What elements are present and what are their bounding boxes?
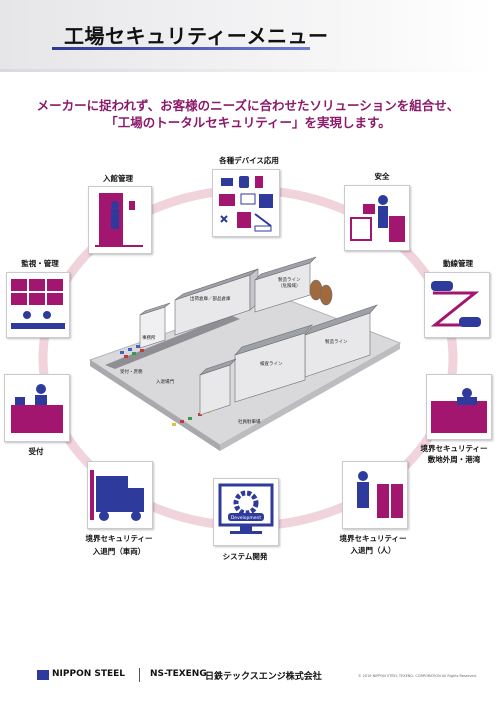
factory-map: 製造ライン （危険域） 出荷倉庫／部品倉庫 製造ライン 検査ライン 事務所 受付… (88, 256, 402, 451)
node-gate-person[interactable] (342, 461, 408, 529)
sensor-icon (363, 204, 375, 214)
sensor-icon (254, 225, 272, 232)
intruder-icon (462, 388, 472, 398)
map-label-office: 事務所 (142, 334, 156, 341)
development-badge (228, 513, 264, 521)
truck-icon (96, 476, 128, 512)
node-devices[interactable] (212, 169, 280, 237)
reader-icon (255, 176, 263, 188)
worker-icon (378, 195, 388, 205)
fence-icon (350, 217, 372, 241)
panel-icon (259, 194, 273, 208)
key-icon (220, 215, 228, 223)
title-underline (52, 47, 310, 50)
label-gate-vehicle-2: 入退門（車両） (92, 547, 146, 556)
map-label-gate: 入退場門 (156, 378, 174, 385)
map-label-danger-sub: （危険域） (278, 282, 301, 289)
turnstile-icon (377, 484, 389, 518)
header-band (0, 0, 496, 72)
camera-icon (221, 178, 233, 186)
label-perimeter-site-2: 敷地外周・港湾 (427, 455, 481, 464)
label-gate-vehicle-1: 境界セキュリティー (85, 534, 153, 543)
nippon-steel-logo-icon (37, 670, 49, 680)
map-label-line-a: 製造ライン (325, 338, 348, 345)
node-system-dev[interactable]: Development (213, 478, 279, 546)
person-icon (111, 201, 119, 209)
locker-icon (237, 212, 251, 228)
footer-copyright: © 2019 NIPPON STEEL TEXENG. CORPORATION … (358, 674, 477, 678)
route-icon (430, 291, 480, 327)
receptionist-icon (36, 384, 46, 394)
operator-icon (23, 311, 31, 319)
map-label-danger-line: 製造ライン (278, 276, 301, 283)
node-flow-mgmt[interactable] (424, 272, 490, 338)
label-perimeter-site-1: 境界セキュリティー (420, 444, 488, 453)
map-label-reception: 受付・庶務 (120, 368, 143, 375)
stairs-icon (254, 213, 272, 227)
intro-line-1: メーカーに捉われず、お客様のニーズに合わせたソリューションを組合せ、 (36, 98, 460, 113)
footer-nippon-steel: NIPPON STEEL (52, 669, 126, 679)
node-entry-mgmt[interactable] (88, 186, 152, 254)
dome-camera-icon (239, 176, 249, 188)
wall-icon (431, 401, 487, 433)
label-gate-person-1: 境界セキュリティー (339, 534, 407, 543)
page-title: 工場セキュリティーメニュー (64, 24, 329, 48)
label-system-dev: システム開発 (222, 552, 268, 561)
map-label-inspection: 検査ライン (260, 360, 283, 367)
terminal-icon (240, 193, 256, 205)
node-gate-vehicle[interactable] (87, 461, 153, 529)
node-safety[interactable] (344, 185, 410, 251)
node-monitoring[interactable] (6, 272, 70, 338)
monitor-icon (219, 194, 235, 206)
label-gate-person-2: 入退門（人） (350, 546, 396, 555)
gate-bar-icon (90, 470, 94, 520)
footer-company-jp: 日鉄テックスエンジ株式会社 (205, 672, 322, 682)
development-text: Development (231, 515, 262, 521)
footer-separator (139, 668, 140, 682)
desk-icon (11, 323, 65, 329)
node-reception[interactable] (4, 374, 70, 442)
map-label-parking: 社員駐車場 (238, 418, 261, 425)
card-reader-icon (129, 201, 135, 210)
label-entry-mgmt: 入館管理 (103, 174, 133, 183)
label-flow-mgmt: 動線管理 (443, 259, 473, 268)
counter-icon (11, 405, 63, 433)
car-icon (431, 281, 453, 291)
map-label-warehouse: 出荷倉庫／部品倉庫 (190, 295, 231, 302)
label-reception: 受付 (28, 447, 44, 456)
machine-icon (389, 216, 405, 242)
person-icon (358, 471, 368, 481)
label-monitoring: 監視・管理 (21, 259, 59, 268)
intro-line-2: 「工場のトータルセキュリティー」を実現します。 (105, 115, 391, 130)
label-safety: 安全 (374, 172, 390, 181)
footer-ns-texeng: NS-TEXENG (150, 669, 207, 679)
node-perimeter-site[interactable] (426, 374, 492, 440)
label-devices: 各種デバイス応用 (219, 156, 279, 165)
terminal-icon (15, 397, 25, 405)
car-icon (459, 317, 481, 327)
